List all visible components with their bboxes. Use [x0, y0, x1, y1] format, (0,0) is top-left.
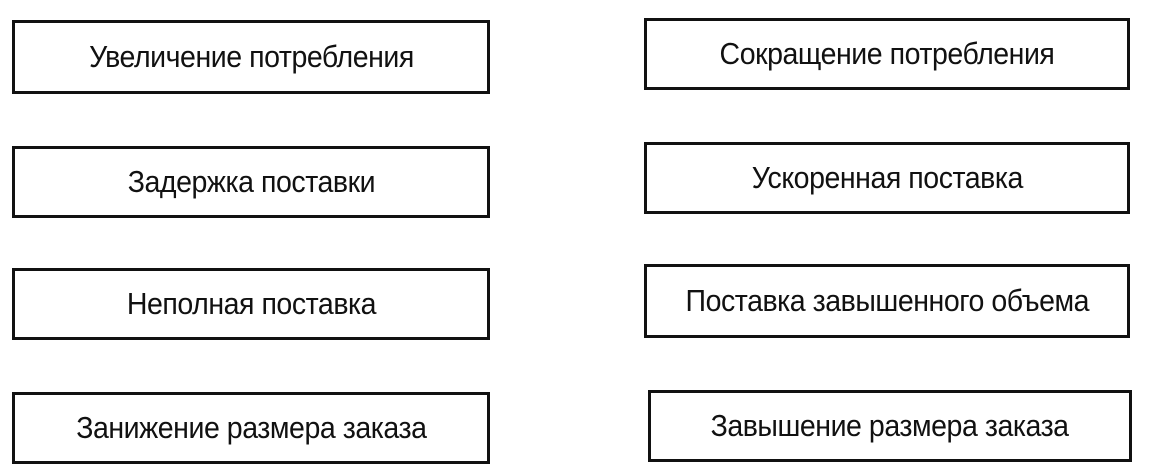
box-incomplete-delivery: Неполная поставка	[12, 268, 490, 340]
box-label: Задержка поставки	[127, 164, 375, 199]
box-accelerated-delivery: Ускоренная поставка	[644, 142, 1130, 214]
box-delivery-delay: Задержка поставки	[12, 146, 490, 218]
box-label: Ускоренная поставка	[751, 160, 1023, 195]
box-label: Завышение размера заказа	[710, 408, 1070, 443]
box-consumption-reduction: Сокращение потребления	[644, 18, 1130, 90]
box-excess-volume-delivery: Поставка завышенного объема	[644, 264, 1130, 338]
box-label: Неполная поставка	[126, 286, 376, 321]
box-label: Увеличение потребления	[88, 39, 414, 74]
box-label: Занижение размера заказа	[75, 410, 427, 445]
box-consumption-increase: Увеличение потребления	[12, 20, 490, 94]
box-order-size-understated: Занижение размера заказа	[12, 392, 490, 464]
box-order-size-overstated: Завышение размера заказа	[648, 390, 1132, 462]
box-label: Поставка завышенного объема	[685, 283, 1089, 318]
box-label: Сокращение потребления	[719, 36, 1055, 71]
